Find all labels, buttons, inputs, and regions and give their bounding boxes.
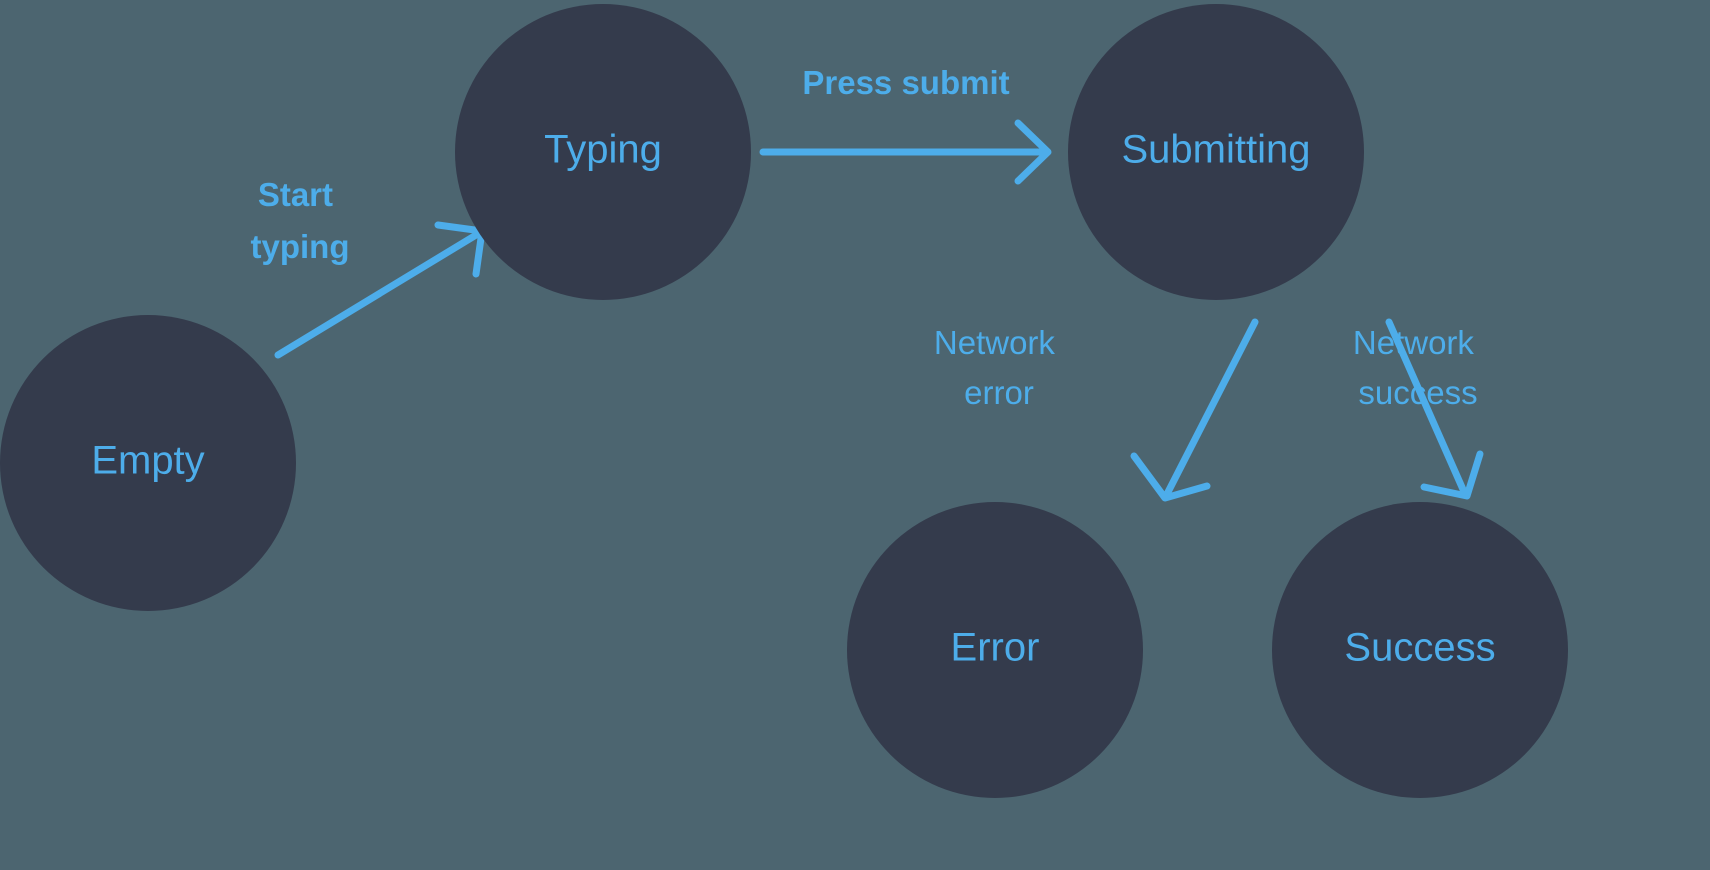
state-node-error-label: Error bbox=[951, 626, 1040, 670]
edge-label-network-success-line-2: success bbox=[1358, 374, 1477, 411]
edge-empty-to-typing-arrowhead bbox=[434, 221, 486, 278]
edge-submitting-to-error-line bbox=[1162, 318, 1259, 500]
state-node-success-circle[interactable] bbox=[1272, 502, 1568, 798]
state-node-success-label: Success bbox=[1344, 626, 1495, 670]
edge-label-network-success-line-1: Network bbox=[1353, 324, 1475, 361]
edge-submitting-to-success-arrowhead bbox=[1420, 450, 1484, 500]
state-node-submitting-label: Submitting bbox=[1122, 128, 1311, 172]
edge-submitting-to-error-arrowhead bbox=[1130, 452, 1211, 502]
state-node-error-circle[interactable] bbox=[847, 502, 1143, 798]
edge-label-network-error-line-2: error bbox=[964, 374, 1034, 411]
edge-submitting-to-success-line bbox=[1385, 318, 1469, 498]
state-node-submitting-circle[interactable] bbox=[1068, 4, 1364, 300]
state-node-typing-label: Typing bbox=[544, 128, 662, 172]
edge-label-press-submit: Press submit bbox=[802, 64, 1009, 101]
state-node-empty-circle[interactable] bbox=[0, 315, 296, 611]
edge-submitting-to-success bbox=[1385, 318, 1484, 500]
edge-typing-to-submitting-arrowhead bbox=[1014, 119, 1052, 185]
edge-label-press-submit-line-1: Press submit bbox=[802, 64, 1009, 101]
edge-label-start-typing: Start typing bbox=[251, 176, 350, 265]
edge-label-network-error-line-1: Network bbox=[934, 324, 1056, 361]
state-node-empty-label: Empty bbox=[91, 439, 204, 483]
edge-submitting-to-error bbox=[1130, 318, 1259, 502]
edge-label-start-typing-line-1: Start bbox=[258, 176, 333, 213]
edge-label-network-error: Network error bbox=[934, 324, 1064, 411]
state-node-empty[interactable]: Empty bbox=[0, 315, 296, 611]
edge-typing-to-submitting bbox=[759, 119, 1052, 185]
state-node-success[interactable]: Success bbox=[1272, 502, 1568, 798]
edge-label-start-typing-line-2: typing bbox=[251, 228, 350, 265]
edge-empty-to-typing-line bbox=[274, 228, 485, 359]
state-node-error[interactable]: Error bbox=[847, 502, 1143, 798]
state-node-typing-circle[interactable] bbox=[455, 4, 751, 300]
state-node-typing[interactable]: Typing bbox=[455, 4, 751, 300]
state-node-submitting[interactable]: Submitting bbox=[1068, 4, 1364, 300]
edge-label-network-success: Network success bbox=[1353, 324, 1483, 411]
